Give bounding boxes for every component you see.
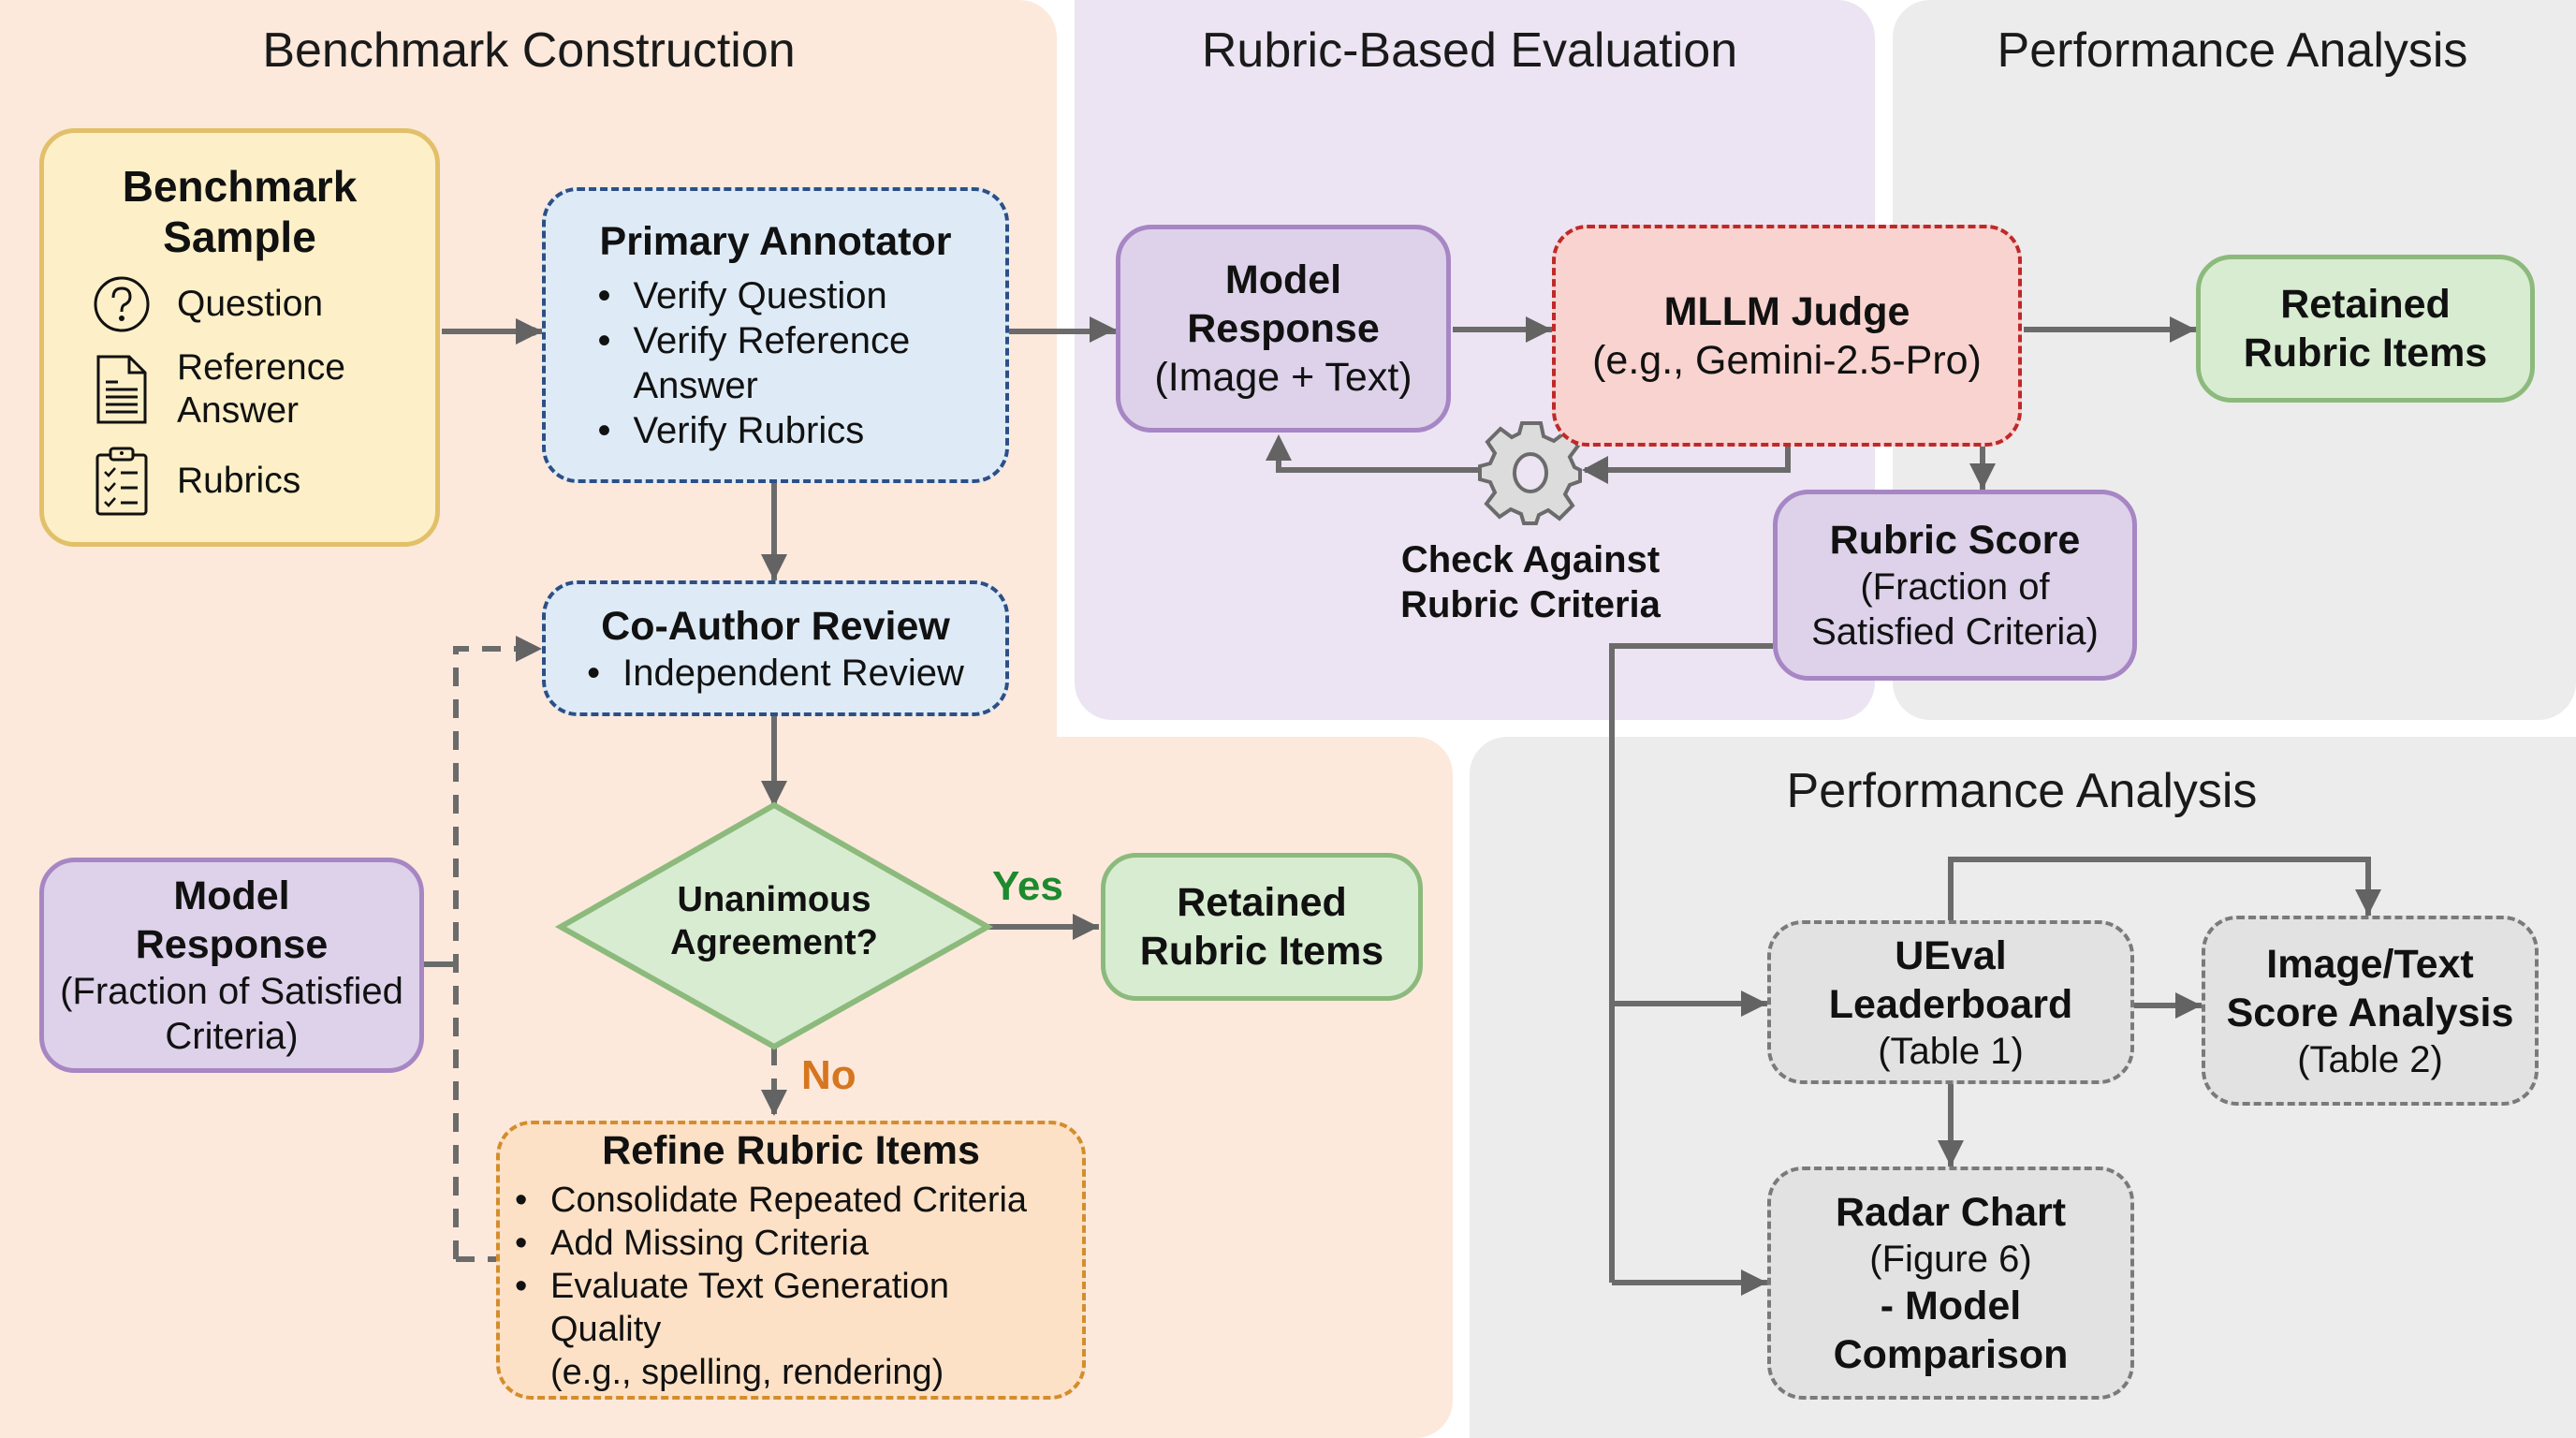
co-author-review-list: Independent Review: [587, 651, 964, 696]
arrowhead: [516, 636, 542, 662]
gear-icon: [1478, 421, 1582, 525]
arrowhead: [2355, 889, 2381, 916]
co-author-review-box: Co-Author Review Independent Review: [542, 580, 1009, 716]
arrowhead: [761, 1090, 787, 1116]
mllm-judge-box: MLLM Judge (e.g., Gemini-2.5-Pro): [1552, 225, 2022, 447]
decision-diamond: [554, 801, 994, 1050]
arrowhead: [1582, 456, 1608, 484]
primary-annotator-title: Primary Annotator: [599, 219, 952, 264]
dashed-feedback-to-coauthor: [453, 646, 542, 1259]
clipboard-checklist-icon: [91, 446, 153, 517]
arrowhead: [1090, 316, 1116, 343]
arrowhead: [1741, 990, 1767, 1017]
sample-item-question: Question: [91, 275, 345, 333]
arrowhead: [1938, 1140, 1964, 1167]
section-title-construction: Benchmark Construction: [262, 23, 796, 78]
arrowhead: [2170, 316, 2196, 343]
primary-annotator-list: Verify Question Verify Reference Answer …: [598, 273, 954, 453]
radar-chart-box: Radar Chart (Figure 6) - Model Compariso…: [1767, 1167, 2134, 1400]
refine-title: Refine Rubric Items: [602, 1128, 980, 1173]
sample-item-rubrics: Rubrics: [91, 446, 345, 517]
question-circle-icon: [91, 275, 153, 333]
arrowhead: [761, 554, 787, 580]
primary-annotator-box: Primary Annotator Verify Question Verify…: [542, 187, 1009, 483]
decision-text: Unanimous Agreement?: [670, 880, 878, 962]
arrowhead: [1969, 463, 1996, 490]
arrowhead: [1073, 914, 1099, 940]
feedback-loop-line: [1585, 447, 1791, 473]
section-title-analysis-bottom: Performance Analysis: [1786, 764, 2258, 818]
model-response-left-box: Model Response (Fraction of Satisfied Cr…: [39, 858, 424, 1073]
section-title-evaluation: Rubric-Based Evaluation: [1201, 23, 1738, 78]
refine-note: (e.g., spelling, rendering): [550, 1353, 944, 1392]
model-response-top-box: Model Response (Image + Text): [1116, 225, 1451, 433]
ueval-top-to-imagetext: [1948, 857, 2371, 920]
retained-rubric-items-left: Retained Rubric Items: [1101, 853, 1423, 1001]
refine-list: Consolidate Repeated Criteria Add Missin…: [515, 1179, 1067, 1394]
benchmark-sample-box: Benchmark Sample Question Reference Answ…: [39, 128, 440, 547]
section-title-analysis-top: Performance Analysis: [1997, 23, 2468, 78]
yes-label: Yes: [992, 863, 1063, 909]
image-text-score-analysis-box: Image/Text Score Analysis (Table 2): [2202, 916, 2539, 1106]
no-label: No: [801, 1052, 856, 1098]
arrowhead: [761, 781, 787, 807]
sample-item-reference-answer: Reference Answer: [91, 346, 345, 433]
rubric-score-box: Rubric Score (Fraction of Satisfied Crit…: [1773, 490, 2137, 681]
arrowhead: [1526, 316, 1552, 343]
feedback-loop-return: [1276, 440, 1485, 473]
arrowhead: [2175, 992, 2202, 1019]
score-to-analysis-line: [1609, 643, 1773, 1283]
arrowhead: [516, 318, 542, 345]
refine-rubric-items-box: Refine Rubric Items Consolidate Repeated…: [496, 1121, 1086, 1400]
ueval-leaderboard-box: UEval Leaderboard (Table 1): [1767, 920, 2134, 1084]
document-icon: [91, 354, 153, 425]
co-author-review-title: Co-Author Review: [601, 603, 950, 649]
arrowhead: [1266, 434, 1292, 461]
benchmark-sample-title: Benchmark Sample: [122, 162, 358, 261]
check-against-label: Check Against Rubric Criteria: [1400, 539, 1661, 625]
arrowhead: [1741, 1269, 1767, 1296]
retained-rubric-items-right: Retained Rubric Items: [2196, 255, 2535, 403]
